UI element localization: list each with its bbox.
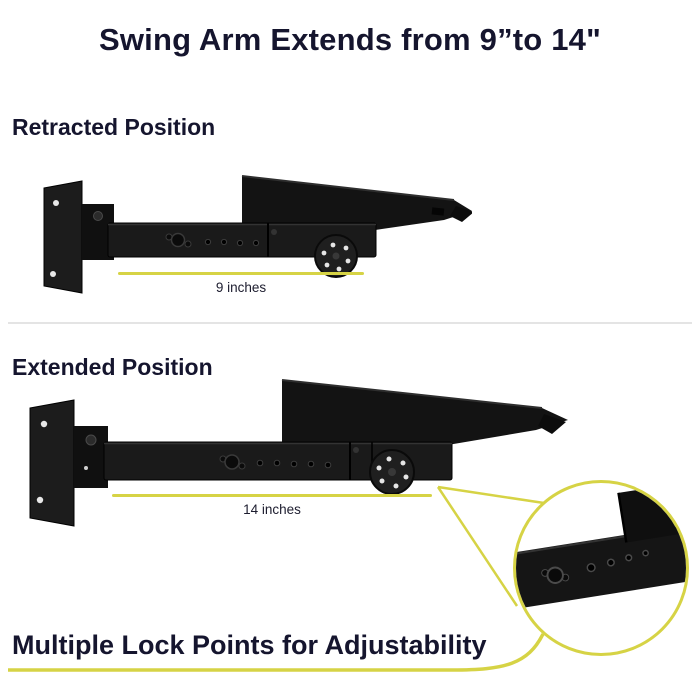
pivot-disc — [369, 449, 415, 495]
wing-knob — [165, 232, 192, 248]
telescoping-arm — [107, 222, 377, 258]
extended-measurement: 14 inches — [112, 494, 432, 517]
measurement-line — [118, 272, 364, 275]
measurement-label: 14 inches — [243, 502, 301, 517]
lock-points-heading: Multiple Lock Points for Adjustability — [12, 630, 487, 660]
closeup-wing-knob — [541, 566, 570, 584]
section-divider — [8, 322, 692, 324]
measurement-label: 9 inches — [215, 280, 267, 295]
page-title: Swing Arm Extends from 9”to 14" — [98, 22, 602, 57]
closeup-arm — [516, 483, 686, 612]
extended-position-heading: Extended Position — [12, 354, 213, 380]
retracted-measurement: 9 inches — [118, 272, 364, 295]
telescoping-arm — [103, 441, 453, 481]
lock-points-closeup — [513, 480, 689, 656]
wing-knob — [219, 454, 246, 470]
wall-mount-plate — [43, 180, 83, 294]
closeup-lock-holes — [586, 549, 649, 573]
lock-holes — [256, 459, 332, 469]
lock-holes — [204, 238, 260, 247]
retracted-position-heading: Retracted Position — [12, 114, 216, 140]
swing-arm-extended-image — [29, 379, 568, 527]
pivot-disc — [314, 234, 358, 278]
hinge-joint — [74, 426, 108, 488]
swing-arm-retracted-image — [43, 175, 472, 294]
wall-mount-plate — [29, 399, 75, 527]
closeup-image — [516, 483, 686, 612]
measurement-line — [112, 494, 432, 497]
